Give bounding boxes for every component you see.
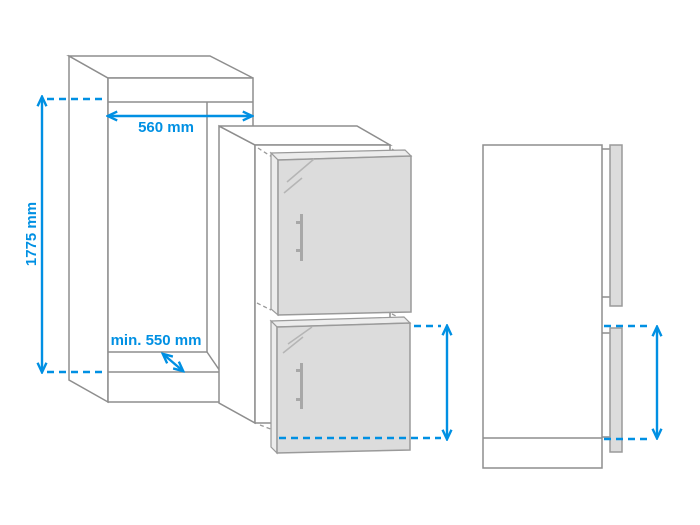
niche-depth-dimension: min. 550 mm [111,332,202,371]
upper-door-handle [296,214,303,261]
hidden-edge-top-left [257,147,273,158]
niche-depth-label: min. 550 mm [111,332,202,349]
upper-door-panel [269,149,413,317]
niche-width-dimension: 560 mm [108,116,252,136]
upper-door-side-edge-face [270,151,279,317]
lower-door-front-face [276,322,411,454]
upper-door-front-face [277,155,412,316]
niche-floor-side-edge [206,351,221,372]
niche-height-label: 1775 mm [23,202,40,266]
niche-width-label: 560 mm [138,119,194,136]
depth-dimension-arrow [163,354,183,371]
lower-door-handle [296,363,303,409]
niche-height-dimension: 1775 mm [23,97,107,372]
side-view-lower-door-bar [609,327,623,453]
lower-door-panel [269,316,412,455]
fridge-side-view [482,144,623,469]
side-view-body [482,144,603,469]
lower-door-reflection-line [282,336,304,354]
freezer-door-height-side-annotation [604,324,657,441]
upper-door-reflection-line [283,177,303,194]
lower-door-side-edge-face [270,319,278,455]
freezer-door-height-front-annotation [279,326,447,439]
upper-door-reflection-line [286,158,315,183]
cabinet-side-panel [68,54,109,404]
fridge-front-view [218,124,413,455]
hidden-edge-mid-right [391,313,405,321]
hidden-edge-mid-left [256,302,272,311]
fridge-body-side-face [218,124,256,425]
side-view-upper-door-bar [609,144,623,307]
lower-door-reflection-line [287,326,313,345]
